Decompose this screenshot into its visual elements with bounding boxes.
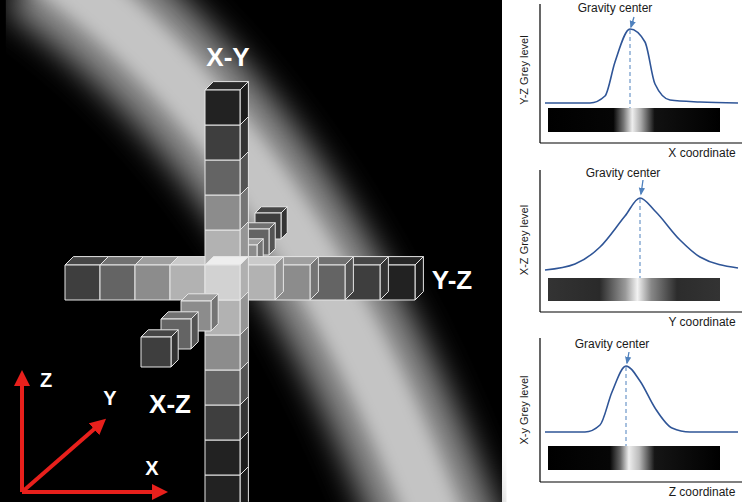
axis-title: Y coordinate — [668, 316, 735, 329]
annotation: Gravity center — [575, 338, 650, 351]
axis-triad — [22, 378, 160, 492]
intensity-strip — [548, 278, 720, 301]
axis-letter: Y — [103, 387, 116, 409]
fiber-band — [40, 0, 450, 502]
profile-plots — [540, 4, 742, 482]
profile-curve — [545, 198, 738, 270]
voxel — [380, 257, 423, 300]
voxel — [345, 257, 388, 300]
voxel — [240, 257, 283, 300]
annotation: Gravity center — [586, 167, 661, 180]
annotation: Gravity center — [578, 2, 653, 15]
voxel-cross — [65, 82, 423, 502]
axis-title: X-Z Grey level — [518, 205, 530, 275]
voxel — [275, 257, 318, 300]
axis-letter: Z — [40, 369, 52, 391]
voxel — [310, 257, 353, 300]
view-label: X-Z — [149, 390, 191, 419]
view-label: Y-Z — [432, 266, 472, 295]
voxel — [141, 330, 178, 367]
axis-title: X-y Grey level — [518, 375, 530, 444]
intensity-strip — [548, 108, 720, 132]
view-label: X-Y — [206, 43, 249, 72]
intensity-strip — [548, 446, 720, 470]
profile-curve — [545, 29, 738, 103]
axis-title: Y-Z Grey level — [518, 35, 530, 104]
axis-letter: X — [145, 457, 158, 479]
axis-title: X coordinate — [668, 147, 735, 160]
voxel — [205, 82, 248, 125]
axis-title: Z coordinate — [669, 486, 736, 499]
profile-curve — [545, 366, 738, 432]
